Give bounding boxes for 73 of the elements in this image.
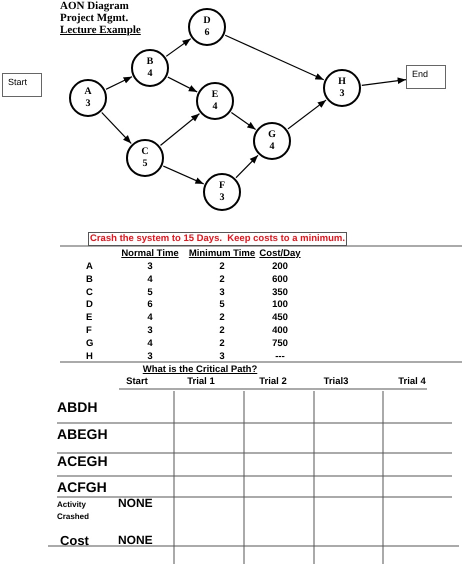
row-label: Cost: [60, 534, 89, 548]
row-label: ACFGH: [57, 480, 107, 496]
activity-node: A 3: [69, 79, 107, 117]
activity-node: F 3: [203, 173, 241, 211]
row-label: C: [86, 288, 93, 298]
table-value: 2: [219, 313, 225, 324]
table-value: 3: [147, 262, 153, 272]
arrow: [160, 113, 200, 146]
terminal-box: End: [406, 65, 446, 89]
subtitle: Lecture Example: [60, 24, 141, 36]
column-header: Start: [126, 377, 148, 388]
arrow: [166, 38, 192, 57]
row-label: NONE: [118, 497, 153, 510]
column-header: Minimum Time: [188, 249, 256, 260]
row-label: ABDH: [57, 400, 98, 416]
table-value: 3: [219, 352, 225, 362]
arrow: [288, 100, 326, 130]
row-label: H: [86, 352, 93, 362]
table-value: 4: [147, 313, 153, 324]
table-value: 2: [219, 326, 225, 336]
column-header: Trial3: [324, 377, 348, 388]
row-label: ABEGH: [57, 427, 108, 442]
table-value: 3: [147, 326, 153, 336]
diagram-title: AON Diagram Project Mgmt.: [60, 0, 130, 24]
activity-node: B 4: [131, 49, 169, 87]
row-label: NONE: [118, 534, 153, 548]
instruction-note: Crash the system to 15 Days. Keep costs to a minimum.: [88, 232, 348, 246]
table-value: 5: [147, 288, 153, 298]
table-value: 450: [272, 313, 288, 324]
column-header: Cost/Day: [259, 249, 301, 260]
row-label: D: [86, 300, 93, 311]
row-label: F: [86, 326, 92, 336]
table-value: 750: [272, 338, 288, 350]
table-value: 100: [272, 300, 288, 311]
arrow: [163, 166, 204, 184]
table-value: ---: [275, 352, 285, 362]
section-heading: What is the Critical Path?: [142, 365, 258, 376]
column-header: Trial 4: [398, 377, 426, 388]
row-label: Activity Crashed: [57, 499, 90, 523]
row-label: ACEGH: [57, 454, 108, 470]
table-value: 400: [272, 326, 288, 336]
table-value: 2: [219, 338, 225, 350]
row-label: E: [86, 313, 92, 324]
activity-node: H 3: [323, 69, 361, 107]
table-value: 600: [272, 274, 288, 286]
arrow: [231, 112, 256, 130]
row-label: A: [86, 262, 93, 272]
activity-node: C 5: [126, 139, 164, 177]
row-label: B: [86, 274, 93, 286]
activity-node: D 6: [188, 8, 226, 46]
arrow: [168, 76, 198, 92]
activity-node: E 4: [196, 82, 234, 120]
table-value: 2: [219, 262, 225, 272]
row-label: G: [86, 338, 94, 350]
arrow: [362, 77, 406, 86]
table-value: 350: [272, 288, 288, 298]
arrow: [101, 112, 132, 144]
arrow: [236, 154, 258, 178]
table-value: 6: [147, 300, 153, 311]
table-value: 3: [147, 352, 153, 362]
column-header: Trial 1: [187, 377, 215, 388]
table-value: 200: [272, 262, 288, 272]
column-header: Normal Time: [121, 249, 179, 260]
table-value: 3: [219, 288, 225, 298]
table-value: 4: [147, 338, 153, 350]
arrow: [224, 34, 324, 80]
table-value: 4: [147, 274, 153, 286]
arrow: [106, 76, 132, 90]
activity-node: G 4: [253, 122, 291, 160]
column-header: Trial 2: [259, 377, 287, 388]
table-value: 5: [219, 300, 225, 311]
terminal-box: Start: [2, 73, 42, 97]
table-value: 2: [219, 274, 225, 286]
